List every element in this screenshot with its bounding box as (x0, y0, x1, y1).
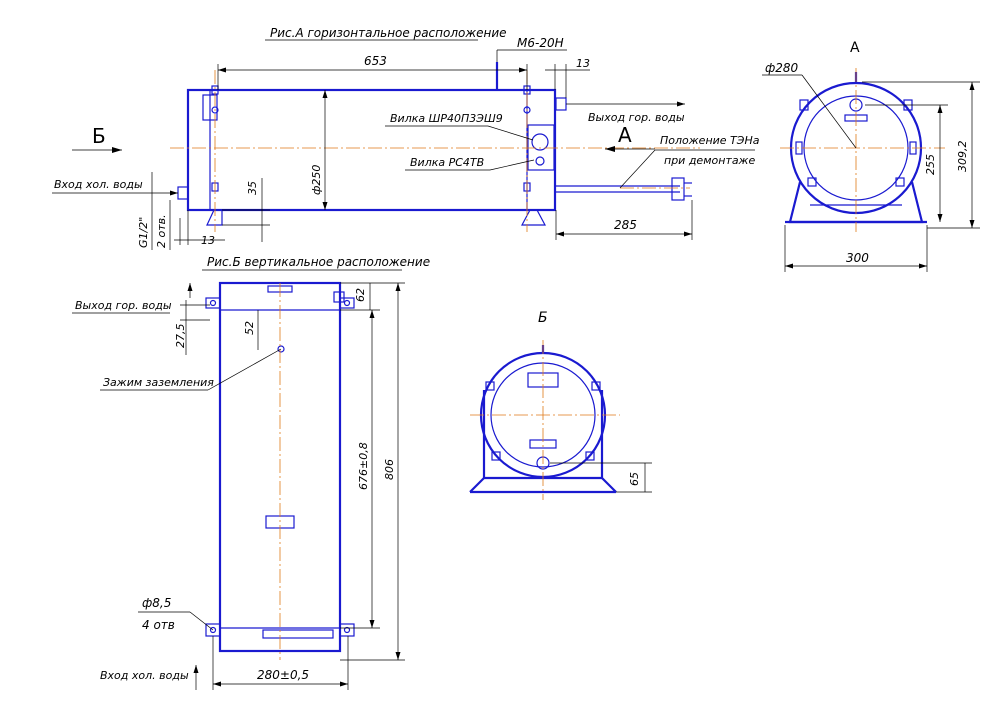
dim-52: 52 (243, 321, 256, 335)
tank-body-horizontal (186, 88, 557, 212)
dim-676: 676±0,8 (357, 442, 370, 490)
label-thread: G1/2" (137, 217, 150, 248)
label-plug-1: Вилка ШР40П3ЭШ9 (390, 112, 503, 125)
dim-653: 653 (364, 54, 387, 68)
hot-outlet-stub (555, 97, 567, 111)
dim-27-5: 27,5 (174, 324, 187, 349)
plug-rs4-icon (535, 156, 545, 166)
section-a-arrow: А (618, 123, 632, 147)
dim-dia-250: ф250 (310, 165, 323, 195)
label-plug-2: Вилка РС4ТВ (410, 156, 484, 169)
label-ground-clamp: Зажим заземления (103, 376, 214, 389)
label-holes-dia: ф8,5 (142, 596, 171, 610)
foot-left (206, 209, 223, 226)
fig-a-title: Рис.А горизонтальное расположение (270, 26, 507, 40)
label-hot-outlet-h: Выход гор. воды (588, 111, 685, 124)
end-view-a: А ф280 255 309,2 (762, 40, 980, 272)
dim-13-bottom: 13 (201, 234, 215, 247)
ground-clamp-icon (277, 345, 285, 353)
connector-box (527, 124, 555, 171)
view-b-letter: Б (538, 310, 548, 326)
label-ten-2: при демонтаже (664, 154, 755, 167)
dim-35: 35 (246, 181, 259, 195)
fig-b-title: Рис.Б вертикальное расположение (207, 255, 430, 269)
label-bolt: М6-20Н (517, 36, 564, 50)
label-hot-outlet-v: Выход гор. воды (75, 299, 172, 312)
dim-65: 65 (628, 472, 641, 486)
dim-255: 255 (924, 154, 937, 175)
end-view-b: Б 65 (469, 310, 652, 500)
vertical-view: Рис.Б вертикальное расположение Выход го… (72, 255, 430, 690)
plug-shr40-icon (531, 133, 549, 151)
view-a-letter: А (850, 40, 860, 56)
cold-inlet-stub (177, 186, 189, 200)
label-holes-count: 4 отв (142, 618, 175, 632)
dim-309: 309,2 (956, 141, 969, 173)
dim-300: 300 (846, 251, 869, 265)
label-ten-1: Положение ТЭНа (660, 134, 760, 147)
dim-280: 280±0,5 (257, 668, 309, 682)
dim-13-top: 13 (576, 57, 590, 70)
label-cold-inlet-v: Вход хол. воды (100, 669, 189, 682)
foot-right (521, 209, 546, 226)
ten-flange (671, 177, 685, 201)
dim-285: 285 (614, 218, 637, 232)
section-b-arrow: Б (92, 124, 106, 148)
horizontal-view: Рис.А горизонтальное расположение (52, 26, 760, 250)
dim-62: 62 (354, 288, 367, 302)
label-cold-inlet-h: Вход хол. воды (54, 178, 143, 191)
dim-806: 806 (383, 459, 396, 480)
dim-dia-280: ф280 (765, 61, 799, 75)
label-thread-count: 2 отв. (155, 214, 168, 248)
